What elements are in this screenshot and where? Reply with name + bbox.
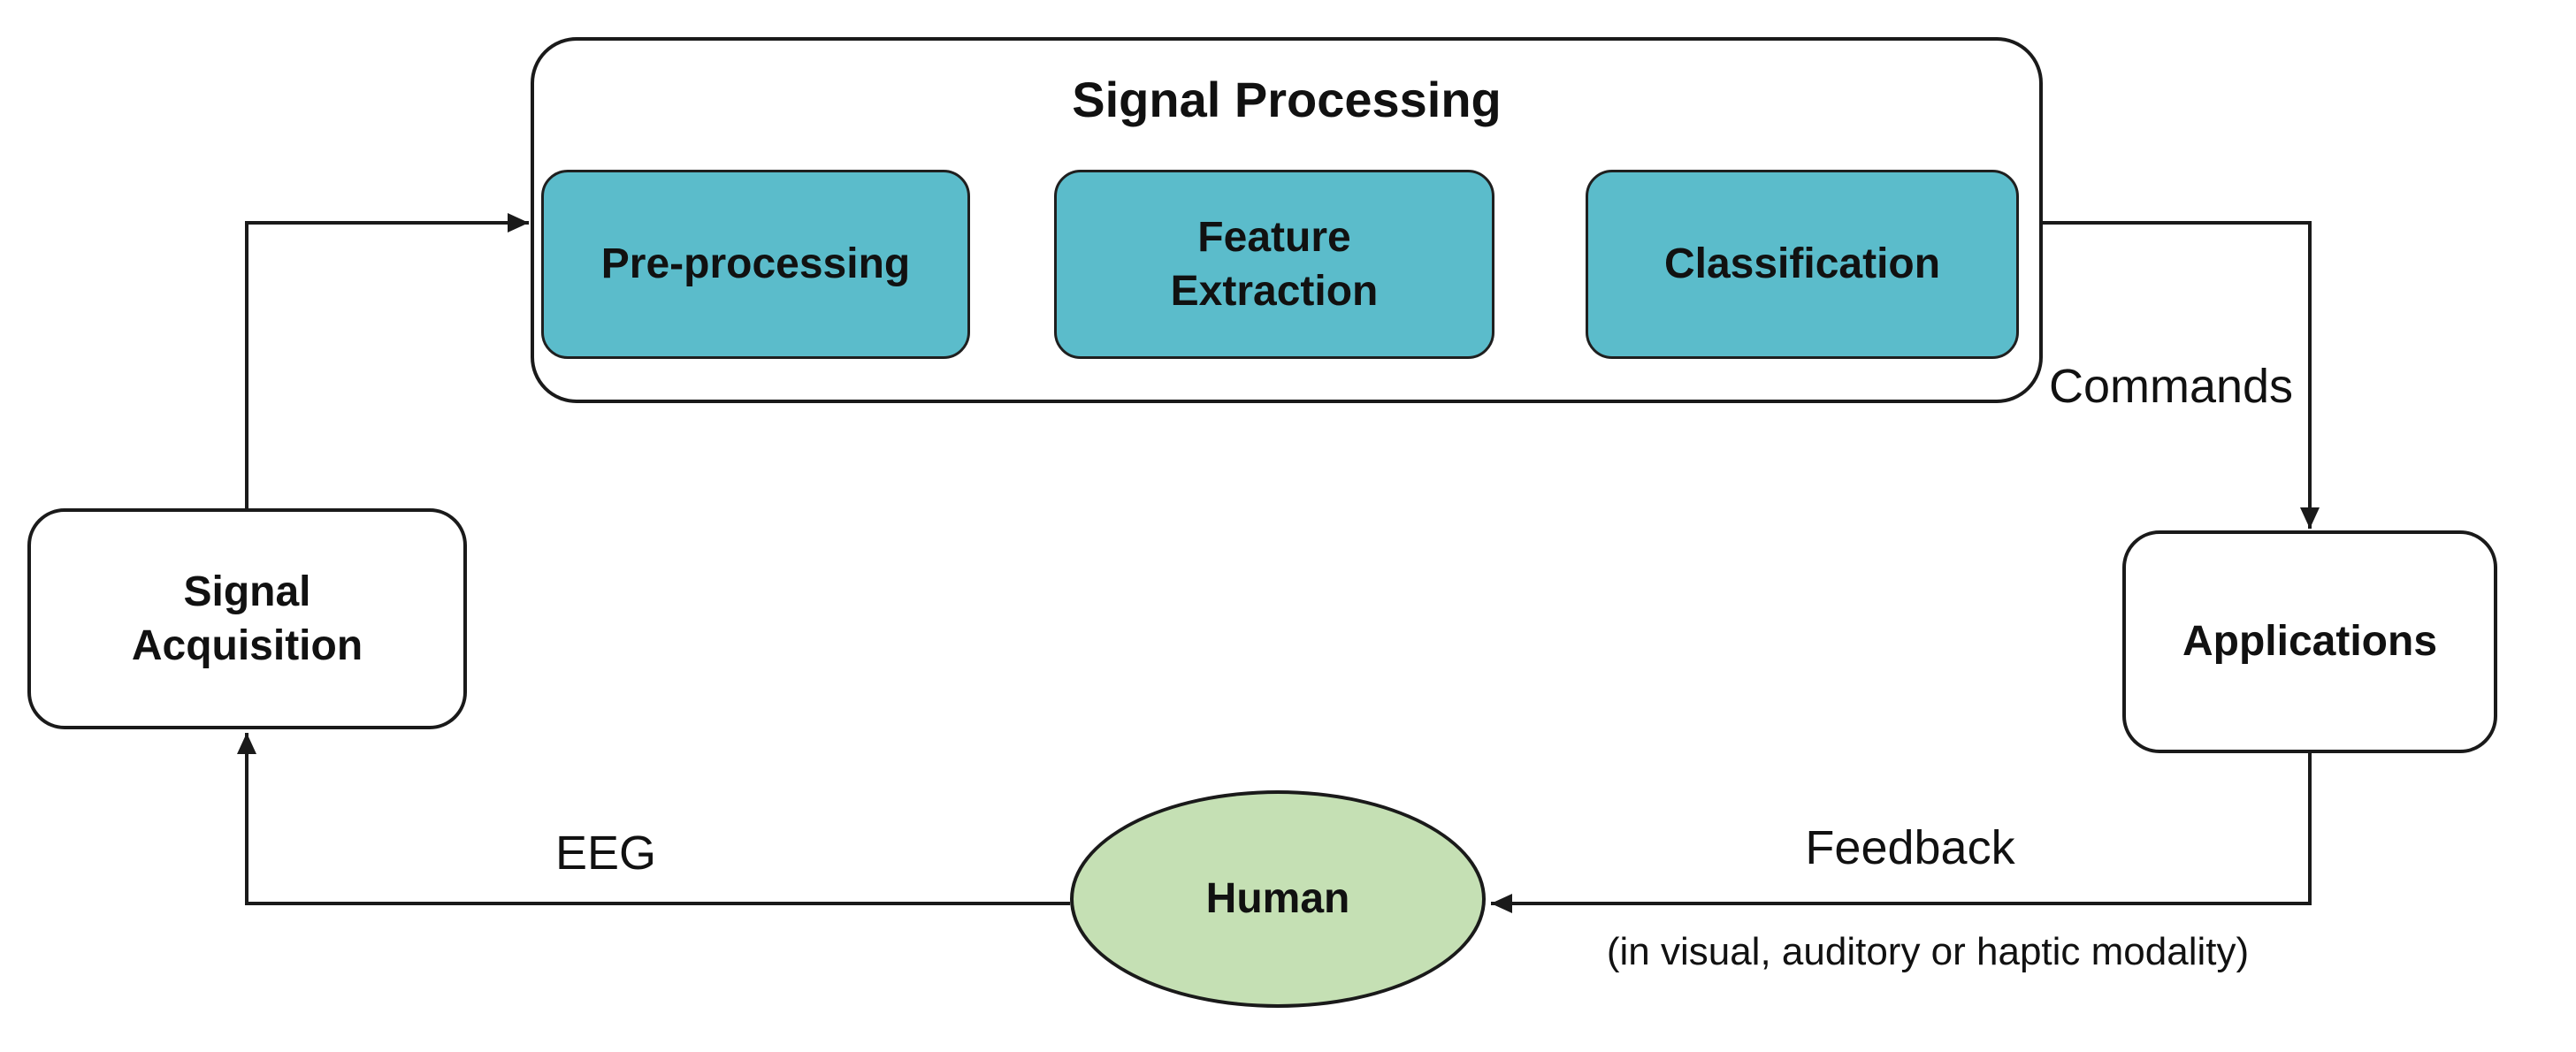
node-signal-acquisition-label: Signal Acquisition bbox=[131, 568, 363, 669]
node-feature-extraction-label: Feature Extraction bbox=[1170, 213, 1379, 315]
node-applications-label: Applications bbox=[2182, 618, 2438, 666]
signal-processing-title: Signal Processing bbox=[1072, 72, 1502, 127]
node-pre-processing-label: Pre-processing bbox=[600, 240, 911, 288]
node-human: Human bbox=[1070, 790, 1486, 1008]
node-classification: Classification bbox=[1586, 170, 2019, 359]
edge-label-commands: Commands bbox=[2048, 360, 2294, 413]
node-applications: Applications bbox=[2122, 530, 2497, 753]
node-feature-extraction: Feature Extraction bbox=[1054, 170, 1494, 359]
node-signal-acquisition: Signal Acquisition bbox=[27, 508, 467, 729]
edge-label-feedback-note: (in visual, auditory or haptic modality) bbox=[1606, 930, 2250, 973]
node-pre-processing: Pre-processing bbox=[541, 170, 970, 359]
node-human-label: Human bbox=[1205, 875, 1350, 923]
edge-label-eeg: EEG bbox=[554, 827, 657, 880]
edge-label-feedback: Feedback bbox=[1805, 821, 2015, 874]
arrow-signal-acquisition-to-signal-processing bbox=[245, 213, 529, 508]
node-classification-label: Classification bbox=[1663, 240, 1941, 288]
